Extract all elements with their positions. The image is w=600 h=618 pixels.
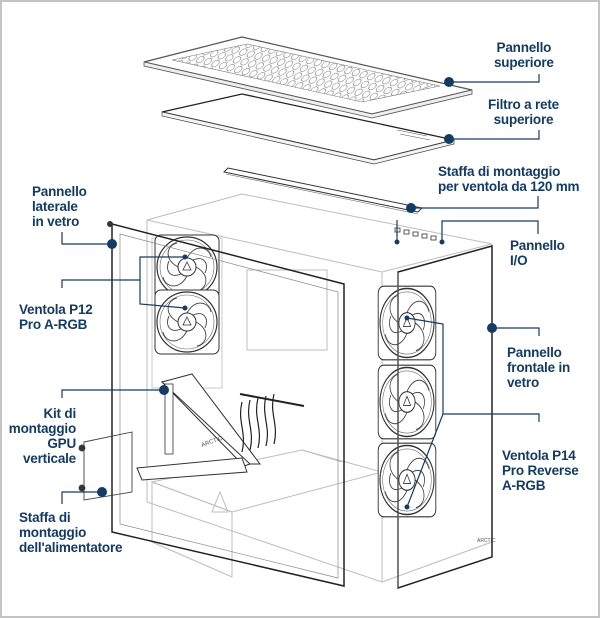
leader-gpu-kit [61,389,164,398]
dot-psu-bracket [97,487,107,497]
leader-front-glass [492,327,540,336]
label-io-panel: Pannello I/O [510,238,565,268]
dot-front-glass [487,323,497,333]
dot-side-glass [107,239,117,249]
leader-fan-p12 [61,279,140,288]
leader-top-filter [449,130,540,140]
dot-gpu-kit [159,385,169,395]
psu-bracket [78,431,133,501]
dot-io-left [394,239,400,245]
dot-fan-p14-b [404,504,410,510]
leader-io-panel [441,220,539,242]
dot-top-panel [444,77,454,87]
top-panel [143,36,473,119]
label-fan-p12: Ventola P12 Pro A-RGB [19,302,93,332]
label-psu-bracket: Staffa di montaggio dell'alimentatore [19,510,123,555]
leader-top-panel [449,74,540,83]
label-fan-bracket: Staffa di montaggio per ventola da 120 m… [438,164,580,194]
fan-p12-group [151,234,223,389]
leader-fan-p14 [443,413,540,422]
callout-lines [61,74,540,508]
io-panel-ports [394,227,437,241]
front-panel-brand-mark: ARCTIC [477,538,496,544]
dot-fan-bracket [406,203,416,213]
leader-fan-p14-bracket [406,317,444,508]
leader-side-glass [61,232,112,245]
label-top-panel: Pannello superiore [494,40,554,70]
label-gpu-kit: Kit di montaggio GPU verticale [8,406,76,466]
label-front-glass-panel: Pannello frontale in vetro [507,345,571,390]
dot-top-filter [444,134,454,144]
label-fan-p14: Ventola P14 Pro Reverse A-RGB [502,448,579,493]
gpu-mount-kit: ARCTIC [136,373,305,481]
fan-bracket [222,167,424,215]
top-mesh-filter [161,93,455,165]
dot-fan-p12-a [182,254,188,260]
side-glass-panel [107,221,345,587]
gpu-kit-brand-mark: ARCTIC [201,435,225,449]
front-glass-panel: ARCTIC [397,245,496,590]
dot-fan-p14-a [404,315,410,321]
label-top-mesh-filter: Filtro a rete superiore [488,97,559,127]
callout-dots [97,77,497,510]
leader-psu-bracket [61,491,102,504]
dot-io-right [439,239,445,245]
dot-fan-p12-b [182,305,188,311]
label-side-glass-panel: Pannello laterale in vetro [32,184,87,229]
leader-fan-bracket [411,196,539,209]
